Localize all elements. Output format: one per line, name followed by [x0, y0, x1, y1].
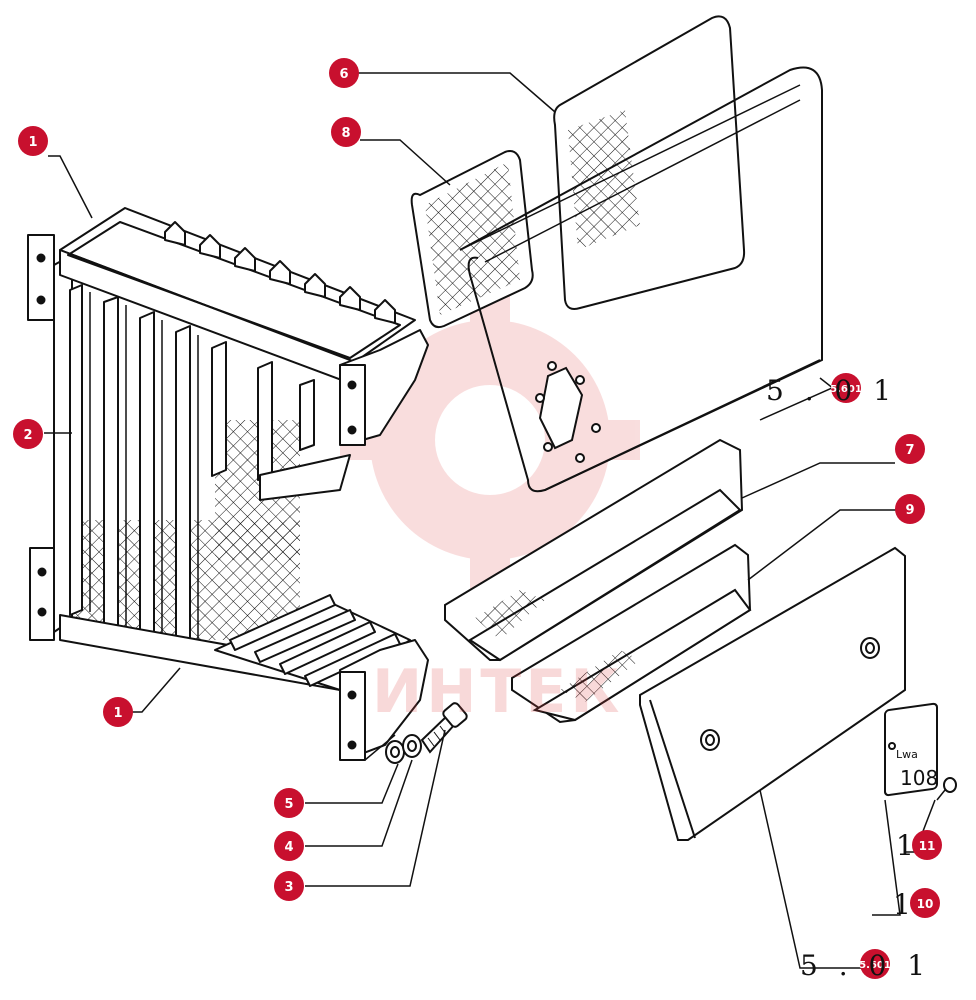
callouts: [13, 58, 942, 979]
reference-10-prefix: 1: [893, 888, 911, 921]
callout-1-top: 1: [28, 135, 37, 150]
callout-10: 10: [917, 897, 934, 911]
small-screen: [410, 150, 534, 329]
callout-2: 2: [23, 428, 32, 443]
watermark-text: ИНТЕК: [372, 657, 623, 727]
callout-7: 7: [905, 443, 914, 458]
callout-3: 3: [284, 880, 293, 895]
callout-5: 5: [284, 797, 293, 812]
sound-level-plate: Lwa 108: [884, 702, 938, 797]
plate-label-small: Lwa: [896, 748, 918, 761]
callout-5601-top: 5.601: [830, 384, 862, 395]
screw: [936, 777, 957, 801]
callout-8: 8: [341, 126, 350, 141]
callout-11: 11: [919, 839, 936, 853]
leader-lines: [44, 72, 936, 969]
bolt-washer-set: [385, 702, 468, 764]
reference-number-bottom: 5 . 0 1: [800, 949, 931, 982]
angle-mesh-lower: [511, 543, 752, 724]
angle-mesh-upper: [444, 438, 744, 662]
callout-9: 9: [905, 503, 914, 518]
flat-panel: [639, 546, 906, 841]
large-screen: [553, 15, 746, 310]
reference-11-prefix: 1: [896, 829, 914, 862]
callout-5601-bottom: 5.601: [859, 960, 891, 971]
callout-6: 6: [339, 67, 348, 82]
radiator-core: [27, 207, 429, 761]
shroud-panel: [459, 66, 851, 493]
callout-4: 4: [284, 840, 293, 855]
reference-number-top: 5 . 0 1: [766, 374, 897, 407]
callout-1-bottom: 1: [113, 706, 122, 721]
plate-label-big: 108: [900, 766, 938, 790]
